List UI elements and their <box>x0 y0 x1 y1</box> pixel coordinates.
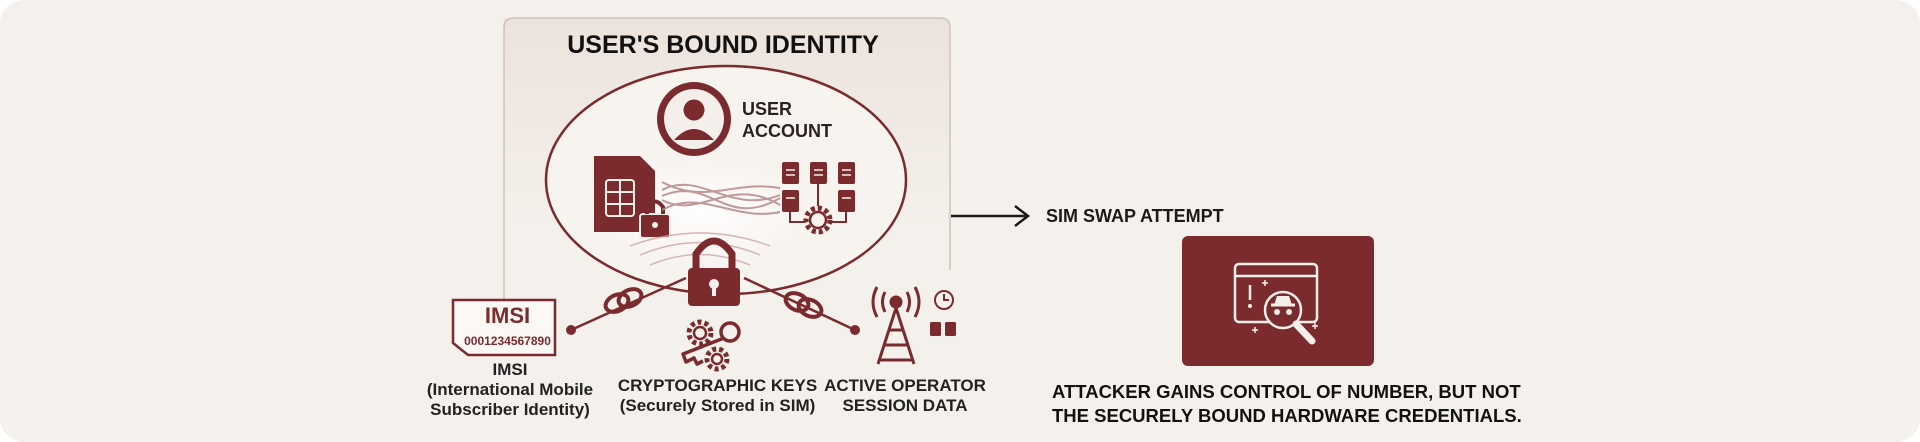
panel-title: USER'S BOUND IDENTITY <box>567 31 879 59</box>
sim-lock-icon <box>639 199 671 239</box>
chain-link-icon-right <box>783 291 824 319</box>
crypto-node-label: CRYPTOGRAPHIC KEYS (Securely Stored in S… <box>617 376 818 415</box>
central-padlock-icon <box>688 237 740 306</box>
imsi-card-code: IMSI <box>484 303 531 328</box>
operator-documents-icon <box>930 322 956 336</box>
identity-panel-border <box>503 17 951 300</box>
imsi-card-number: 0001234567890 <box>464 334 551 348</box>
gear-icon <box>803 205 833 235</box>
imsi-node-label: IMSI (International Mobile Subscriber Id… <box>426 360 594 419</box>
documents-icon <box>782 162 855 212</box>
clock-icon <box>934 290 954 310</box>
cell-tower-icon <box>871 286 921 365</box>
lock-rays <box>629 232 771 266</box>
sim-swap-arrow <box>951 205 1031 227</box>
imsi-card-icon <box>451 298 557 357</box>
attacker-outcome-label: ATTACKER GAINS CONTROL OF NUMBER, BUT NO… <box>1052 381 1522 426</box>
spy-icon <box>1263 290 1316 345</box>
user-account-label: USER ACCOUNT <box>742 99 832 141</box>
user-avatar-icon <box>657 82 731 156</box>
chain-link-icon-left <box>603 287 644 314</box>
sim-swap-label: SIM SWAP ATTEMPT <box>1046 206 1224 226</box>
operator-node-label: ACTIVE OPERATOR SESSION DATA <box>824 376 986 415</box>
sim-card-icon <box>594 156 655 232</box>
keys-icon <box>681 319 741 372</box>
binding-strands <box>661 181 781 215</box>
